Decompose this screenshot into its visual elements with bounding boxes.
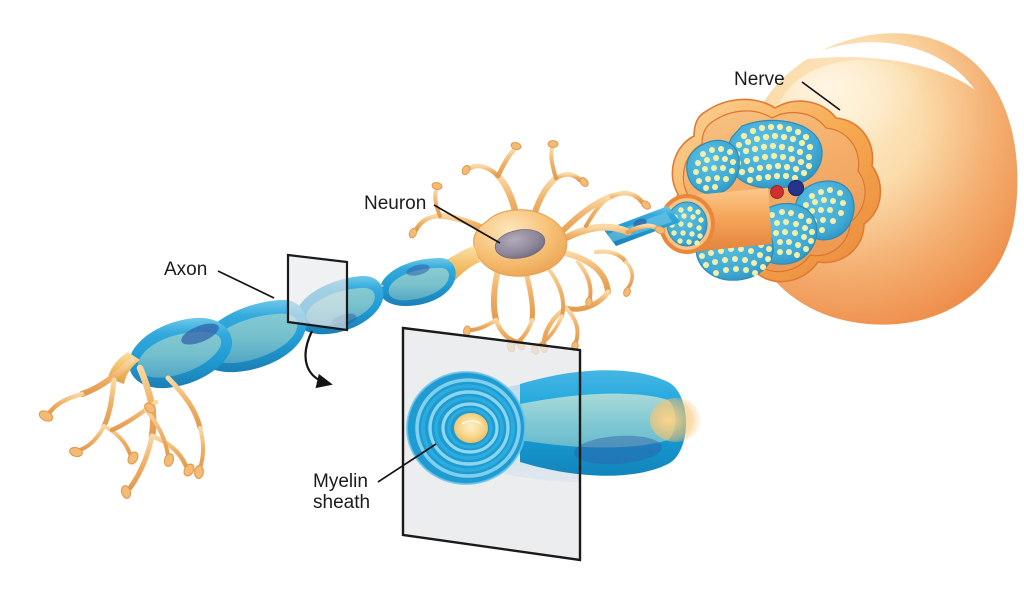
neuron-cell-body: [473, 209, 568, 277]
label-myelin-line2: sheath: [313, 492, 370, 513]
fascicle: [686, 139, 740, 195]
nerve-cross-section: [659, 98, 882, 283]
label-myelin-sheath: Myelin sheath: [313, 443, 437, 513]
label-neuron-leader: [433, 204, 501, 244]
axon-core: [454, 413, 488, 443]
axon-terminals: [47, 357, 205, 491]
axon-segment: [129, 317, 233, 389]
label-nerve-text: Nerve: [734, 69, 785, 90]
fascicle-stub: [659, 188, 772, 254]
vein-icon: [787, 179, 805, 197]
artery-icon: [770, 185, 784, 199]
cut-plane-on-axon: [286, 253, 349, 332]
dendrites: [536, 190, 659, 348]
fascicle: [727, 119, 823, 189]
label-neuron-text: Neuron: [364, 193, 426, 214]
label-axon: Axon: [164, 259, 275, 299]
schwann-cell-nucleus: [181, 323, 219, 345]
label-axon-leader: [217, 270, 275, 299]
neuron-nucleus: [494, 229, 546, 259]
axon-terminal-boutons: [38, 402, 204, 499]
label-nerve-leader: [801, 81, 841, 111]
label-axon-text: Axon: [164, 259, 207, 280]
label-neuron: Neuron: [364, 193, 501, 244]
label-myelin-line1: Myelin: [313, 471, 368, 492]
label-myelin-leader: [377, 443, 437, 483]
label-nerve: Nerve: [734, 69, 841, 111]
magnification-arrow: [304, 330, 333, 389]
axon-segment: [379, 258, 456, 306]
myelin-sheath-inset: [401, 326, 702, 562]
